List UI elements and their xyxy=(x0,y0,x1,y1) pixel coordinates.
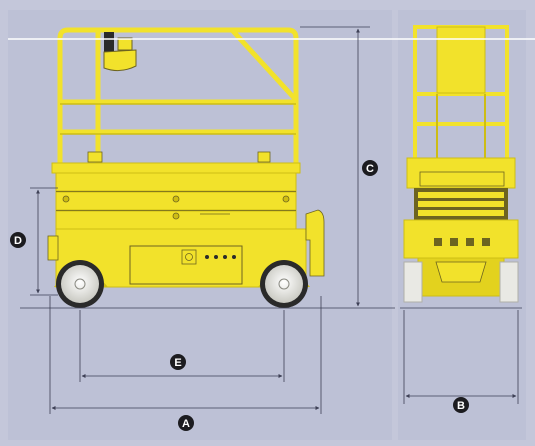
front-left-wheel xyxy=(403,261,423,303)
guard-rail xyxy=(57,27,299,165)
svg-text:B: B xyxy=(457,400,465,412)
front-right-wheel xyxy=(499,261,519,303)
svg-text:D: D xyxy=(14,235,22,247)
rear-wheel xyxy=(260,260,308,308)
front-wheel xyxy=(56,260,104,308)
svg-text:E: E xyxy=(174,357,181,369)
front-view xyxy=(400,25,522,309)
platform-deck xyxy=(51,162,301,174)
label-d: D xyxy=(10,232,26,248)
side-view xyxy=(20,27,395,309)
control-box xyxy=(103,32,137,72)
svg-text:C: C xyxy=(366,163,374,175)
label-e: E xyxy=(170,354,186,370)
label-a: A xyxy=(178,415,194,431)
scissor-stack xyxy=(55,172,297,236)
front-chassis xyxy=(403,219,519,259)
label-b: B xyxy=(453,397,469,413)
front-gate-panel xyxy=(436,26,486,94)
label-c: C xyxy=(362,160,378,176)
svg-text:A: A xyxy=(182,418,190,430)
dimension-lines xyxy=(30,26,519,414)
